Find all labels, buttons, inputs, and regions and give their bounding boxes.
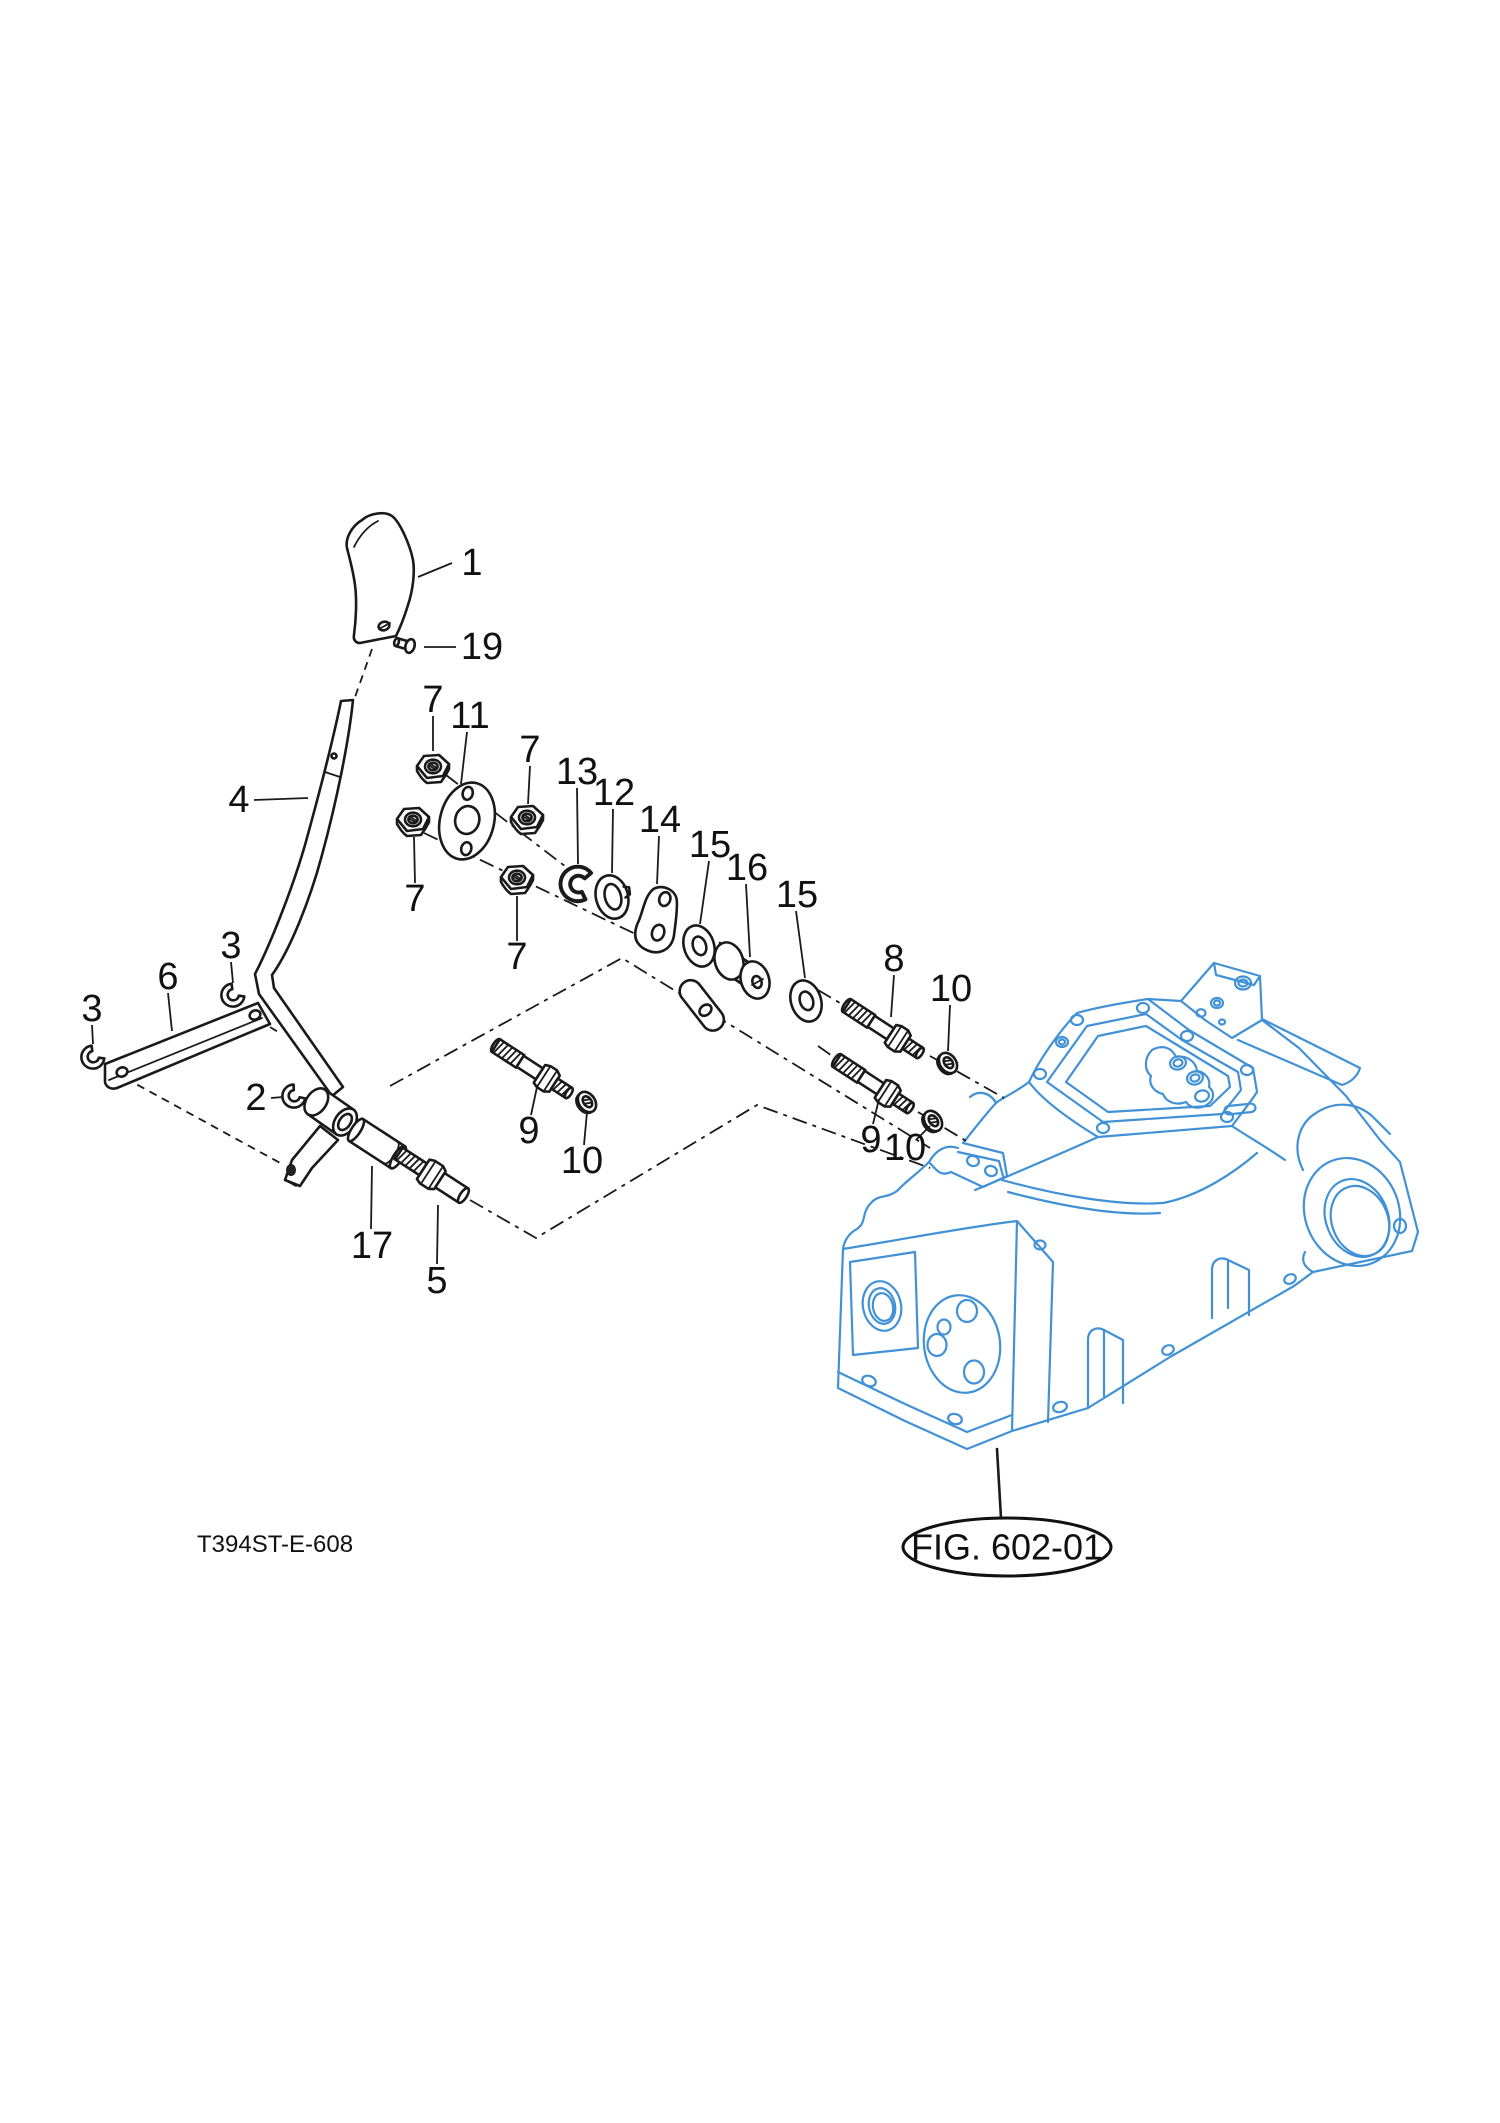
callout-leader-7-5 <box>527 765 531 805</box>
callout-leader-3-18 <box>91 1024 94 1045</box>
callout-label-7-12: 7 <box>404 878 425 920</box>
parts-drawings <box>75 511 963 1210</box>
washer-part-15b <box>783 975 829 1027</box>
callout-label-15-11: 15 <box>776 874 818 916</box>
figure-ref-ellipse <box>901 1516 1113 1578</box>
callout-label-10-15: 10 <box>930 968 972 1010</box>
callout-leader-2-19 <box>270 1096 284 1099</box>
bolt-part-5 <box>387 1139 475 1210</box>
callout-leader-10-15 <box>947 1004 951 1052</box>
callout-label-10-21: 10 <box>561 1140 603 1182</box>
housing-left-tab <box>956 1150 1005 1178</box>
plate-part-11 <box>437 781 497 861</box>
link-bar-part-6 <box>103 1001 272 1090</box>
drawing-code: T394ST-E-608 <box>197 1531 353 1558</box>
washer-part-15a <box>676 920 722 972</box>
callout-leader-1-0 <box>417 562 453 578</box>
housing-front-face <box>841 1219 1055 1433</box>
callout-label-3-16: 3 <box>220 925 241 967</box>
nut-part-7d <box>499 864 535 896</box>
callout-label-6-17: 6 <box>157 956 178 998</box>
callout-leader-10-21 <box>583 1111 588 1146</box>
cam-block-part-16 <box>678 941 771 1032</box>
callout-label-3-18: 3 <box>81 988 102 1030</box>
collar-part-12 <box>594 874 632 920</box>
callout-label-4-2: 4 <box>228 779 249 821</box>
link-plate-part-14 <box>633 885 679 954</box>
housing-bottom-flange <box>836 1257 1297 1434</box>
housing-cover-drawing <box>836 961 1420 1451</box>
callout-leader-9-22 <box>872 1098 880 1125</box>
callout-leader-14-8 <box>656 835 660 885</box>
figure-ref-label: FIG. 602-01 <box>911 1527 1103 1568</box>
housing-right-bore <box>1296 1103 1408 1274</box>
nut-part-7b <box>395 806 431 838</box>
callout-label-17-24: 17 <box>351 1225 393 1267</box>
callout-label-7-13: 7 <box>506 936 527 978</box>
callout-label-19-1: 19 <box>461 626 503 668</box>
stud-bolt-part-9-left <box>485 1032 580 1107</box>
callout-label-9-20: 9 <box>518 1110 539 1152</box>
callout-leader-11-4 <box>460 731 468 785</box>
callout-leader-8-14 <box>890 974 895 1018</box>
callout-label-1-0: 1 <box>461 542 482 584</box>
callout-leader-6-17 <box>167 992 173 1032</box>
callout-leader-4-2 <box>253 797 309 801</box>
rim-bolt-holes <box>1032 1001 1255 1135</box>
callout-label-15-9: 15 <box>689 824 731 866</box>
lever-knob-part-1 <box>345 511 416 645</box>
callout-label-2-19: 2 <box>245 1077 266 1119</box>
callout-leader-10-23 <box>915 1125 931 1141</box>
nut-part-7c <box>509 804 545 836</box>
callout-leader-5-25 <box>436 1204 439 1265</box>
callout-leader-17-24 <box>370 1165 373 1230</box>
callout-label-7-5: 7 <box>519 729 540 771</box>
nut-part-7a <box>415 753 451 785</box>
callout-label-11-4: 11 <box>450 695 489 737</box>
callout-leader-13-6 <box>576 787 579 865</box>
figure-reference: FIG. 602-01 <box>901 1447 1113 1578</box>
callout-leader-16-10 <box>745 883 751 958</box>
callout-label-12-7: 12 <box>593 772 635 814</box>
lever-arm-part-4 <box>253 698 359 1188</box>
callout-leader-15-9 <box>699 860 710 925</box>
pin-part-19 <box>391 633 418 656</box>
callout-label-8-14: 8 <box>883 938 904 980</box>
callout-label-5-25: 5 <box>426 1260 447 1302</box>
housing-bracket-triangle <box>1179 961 1362 1087</box>
eclip-part-3-left <box>75 1042 108 1075</box>
callout-label-14-8: 14 <box>639 799 681 841</box>
callout-label-10-23: 10 <box>884 1127 926 1169</box>
callout-leader-7-12 <box>413 836 416 884</box>
eclip-part-3-upper <box>215 980 248 1013</box>
callout-label-16-10: 16 <box>726 847 768 889</box>
callout-leader-9-20 <box>530 1086 538 1116</box>
washer-part-10a <box>932 1048 963 1079</box>
callout-leader-3-16 <box>230 961 234 984</box>
callout-leader-15-11 <box>795 910 806 979</box>
callout-label-13-6: 13 <box>556 751 598 793</box>
snap-ring-part-13 <box>555 861 594 906</box>
stud-bolt-part-9-right <box>826 1047 921 1122</box>
stud-bolt-part-8 <box>836 992 931 1067</box>
callout-leader-12-7 <box>611 808 614 874</box>
callout-label-7-3: 7 <box>422 679 443 721</box>
figure-ref-leader <box>995 1447 1003 1520</box>
callout-label-9-22: 9 <box>860 1119 881 1161</box>
